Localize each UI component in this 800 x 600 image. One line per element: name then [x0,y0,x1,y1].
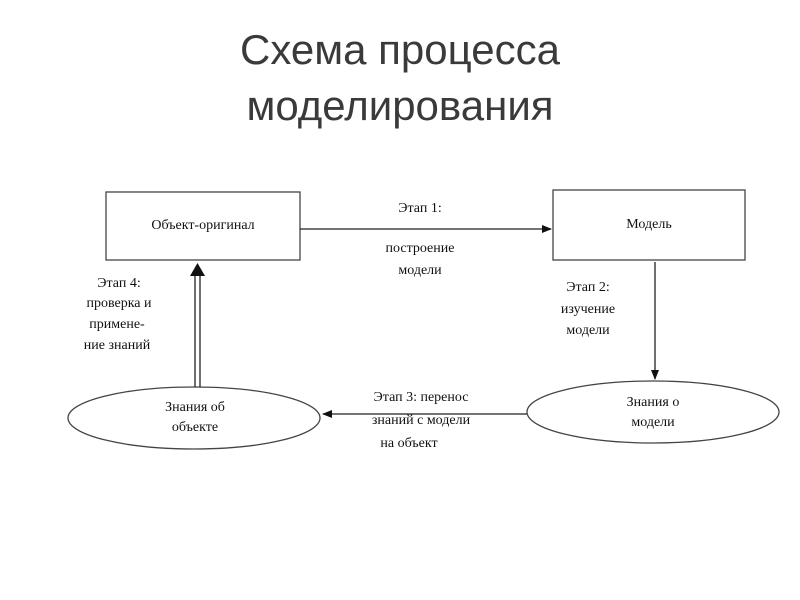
object-original-box [105,191,301,261]
model-box [552,189,746,261]
node-object-original: Объект-оригинал [105,191,301,261]
stage-2-title: Этап 2: [566,280,609,295]
knowledge-model-ellipse [526,380,780,444]
knowledge-model-label-1: Знания о [627,395,680,410]
stage-3-label: Этап 3: перенос знаний с модели на объек… [372,390,471,451]
stage-1-line-3: модели [398,263,442,278]
knowledge-model-label-2: модели [631,415,675,430]
model-label: Модель [626,217,671,232]
stage-3-title: Этап 3: перенос [374,390,469,405]
object-original-label: Объект-оригинал [151,218,254,233]
stage-4-line-4: ние знаний [84,338,151,353]
stage-3-line-3: на объект [380,436,437,451]
stage-4-title: Этап 4: [97,276,140,291]
node-model: Модель [552,189,746,261]
knowledge-object-ellipse [67,386,321,450]
knowledge-object-label-2: объекте [172,420,218,435]
stage-2-label: Этап 2: изучение модели [561,280,615,338]
arrow-stage-4 [190,263,205,387]
stage-4-line-2: проверка и [86,296,152,311]
stage-3-line-2: знаний с модели [372,413,471,428]
arrow-stage-4-head [190,263,205,276]
stage-1-line-2: построение [386,241,455,256]
stage-4-label: Этап 4: проверка и примене- ние знаний [84,276,152,353]
title-line-1: Схема процесса [240,26,560,73]
node-knowledge-model: Знания о модели [526,380,780,444]
stage-1-label: Этап 1: построение модели [386,201,455,278]
knowledge-object-label-1: Знания об [165,400,225,415]
page-title: Схема процесса моделирования [0,22,800,134]
stage-2-line-3: модели [566,323,610,338]
title-line-2: моделирования [246,82,554,129]
node-knowledge-object: Знания об объекте [67,386,321,450]
stage-4-line-3: примене- [89,317,145,332]
stage-1-title: Этап 1: [398,201,441,216]
stage-2-line-2: изучение [561,302,615,317]
